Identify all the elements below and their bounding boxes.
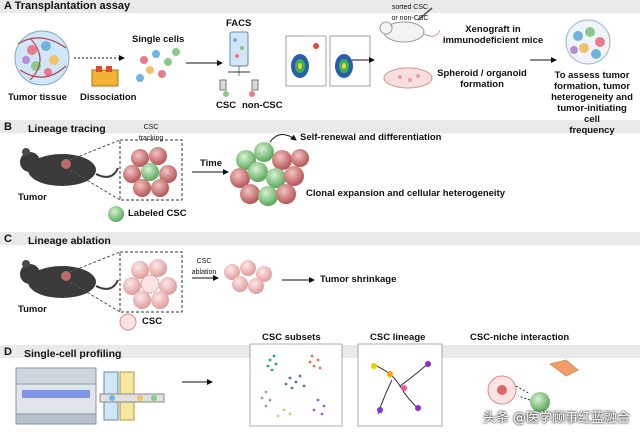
dissociation-kit-icon <box>91 66 119 87</box>
label-single-cell-profiling: Single-cell profiling <box>24 348 122 360</box>
petri-dish-icon <box>383 67 433 89</box>
facs-instrument-icon <box>219 31 259 97</box>
label-csc-lineage: CSC lineage <box>370 332 426 343</box>
label-single-cells: Single cells <box>132 34 185 45</box>
zoom-box-b <box>119 139 183 201</box>
panel-d-title: D <box>4 346 12 358</box>
label-tumor-tissue: Tumor tissue <box>8 92 67 103</box>
label-csc-ablation: CSC ablation <box>184 256 224 278</box>
mouse-icon-a <box>379 7 441 43</box>
syringe-icon <box>417 7 433 21</box>
label-lineage-ablation: Lineage ablation <box>28 235 111 247</box>
zoom-lines-c <box>69 251 121 313</box>
tsne-plot <box>249 343 343 427</box>
mouse-icon-c <box>20 260 119 298</box>
label-csc-niche: CSC-niche interaction <box>470 332 570 343</box>
flow-cytometry-plots <box>285 35 371 87</box>
panel-c-band <box>0 232 640 245</box>
label-tumor-shrinkage: Tumor shrinkage <box>320 274 397 285</box>
niche-interaction-illustration <box>487 359 579 412</box>
umap-lineage-plot <box>357 343 443 427</box>
clonal-expansion-cluster <box>230 142 309 206</box>
watermark: 头条 @医学顾事红蓝融合 <box>482 411 630 426</box>
label-lineage-tracing: Lineage tracing <box>28 123 106 135</box>
arrow-self-renewal <box>269 134 297 143</box>
single-cells-illustration <box>136 48 180 82</box>
label-csc-tracking-text: CSC tracking <box>138 124 164 142</box>
csc-ablation-cluster <box>123 259 177 309</box>
panel-c-title: C <box>4 233 12 245</box>
mouse-icon-b <box>20 148 119 186</box>
label-csc-subsets: CSC subsets <box>262 332 321 343</box>
zoom-lines-b <box>69 139 121 201</box>
label-csc-tracking: CSC tracking <box>128 122 174 144</box>
label-csc-c: CSC <box>142 316 163 327</box>
label-tumor-b: Tumor <box>18 192 47 203</box>
label-assess: To assess tumor formation, tumor heterog… <box>548 70 636 136</box>
label-dissociation: Dissociation <box>80 92 137 103</box>
microfluidic-chip-icon <box>99 371 165 421</box>
panel-a-band <box>0 0 640 13</box>
sequencing-instrument-icon <box>15 367 97 425</box>
label-self-renewal: Self-renewal and differentiation <box>300 132 442 143</box>
label-labeled-csc: Labeled CSC <box>128 208 187 219</box>
label-csc-ablation-text: CSC ablation <box>191 258 217 276</box>
csc-legend-cell <box>119 313 137 331</box>
label-spheroid: Spheroid / organoid formation <box>432 68 532 90</box>
label-xenograft: Xenograft in immunodeficient mice <box>438 24 548 46</box>
panel-b-title: B <box>4 121 12 133</box>
labeled-csc-legend-cell <box>108 206 124 222</box>
csc-tracking-cluster <box>123 147 177 197</box>
tumor-tissue-illustration <box>14 30 70 86</box>
label-csc-a: CSC <box>216 100 237 111</box>
label-spheroid-text: Spheroid / organoid formation <box>437 68 527 90</box>
label-facs: FACS <box>226 18 252 29</box>
panel-b-band <box>0 120 640 133</box>
tumor-outcome-illustration <box>565 19 611 65</box>
label-non-csc: non-CSC <box>242 100 283 111</box>
shrunk-tumor-cluster <box>224 260 272 294</box>
zoom-box-c <box>119 251 183 313</box>
label-xenograft-text: Xenograft in immunodeficient mice <box>442 24 544 46</box>
panel-a-title: A Transplantation assay <box>4 0 131 12</box>
label-tumor-c: Tumor <box>18 304 47 315</box>
label-sorted-text: sorted CSC or non-CSC <box>391 4 429 22</box>
label-sorted: sorted CSC or non-CSC <box>380 2 440 24</box>
label-time: Time <box>200 158 223 169</box>
label-assess-text: To assess tumor formation, tumor heterog… <box>551 70 633 136</box>
label-clonal-expansion: Clonal expansion and cellular heterogene… <box>306 188 506 199</box>
